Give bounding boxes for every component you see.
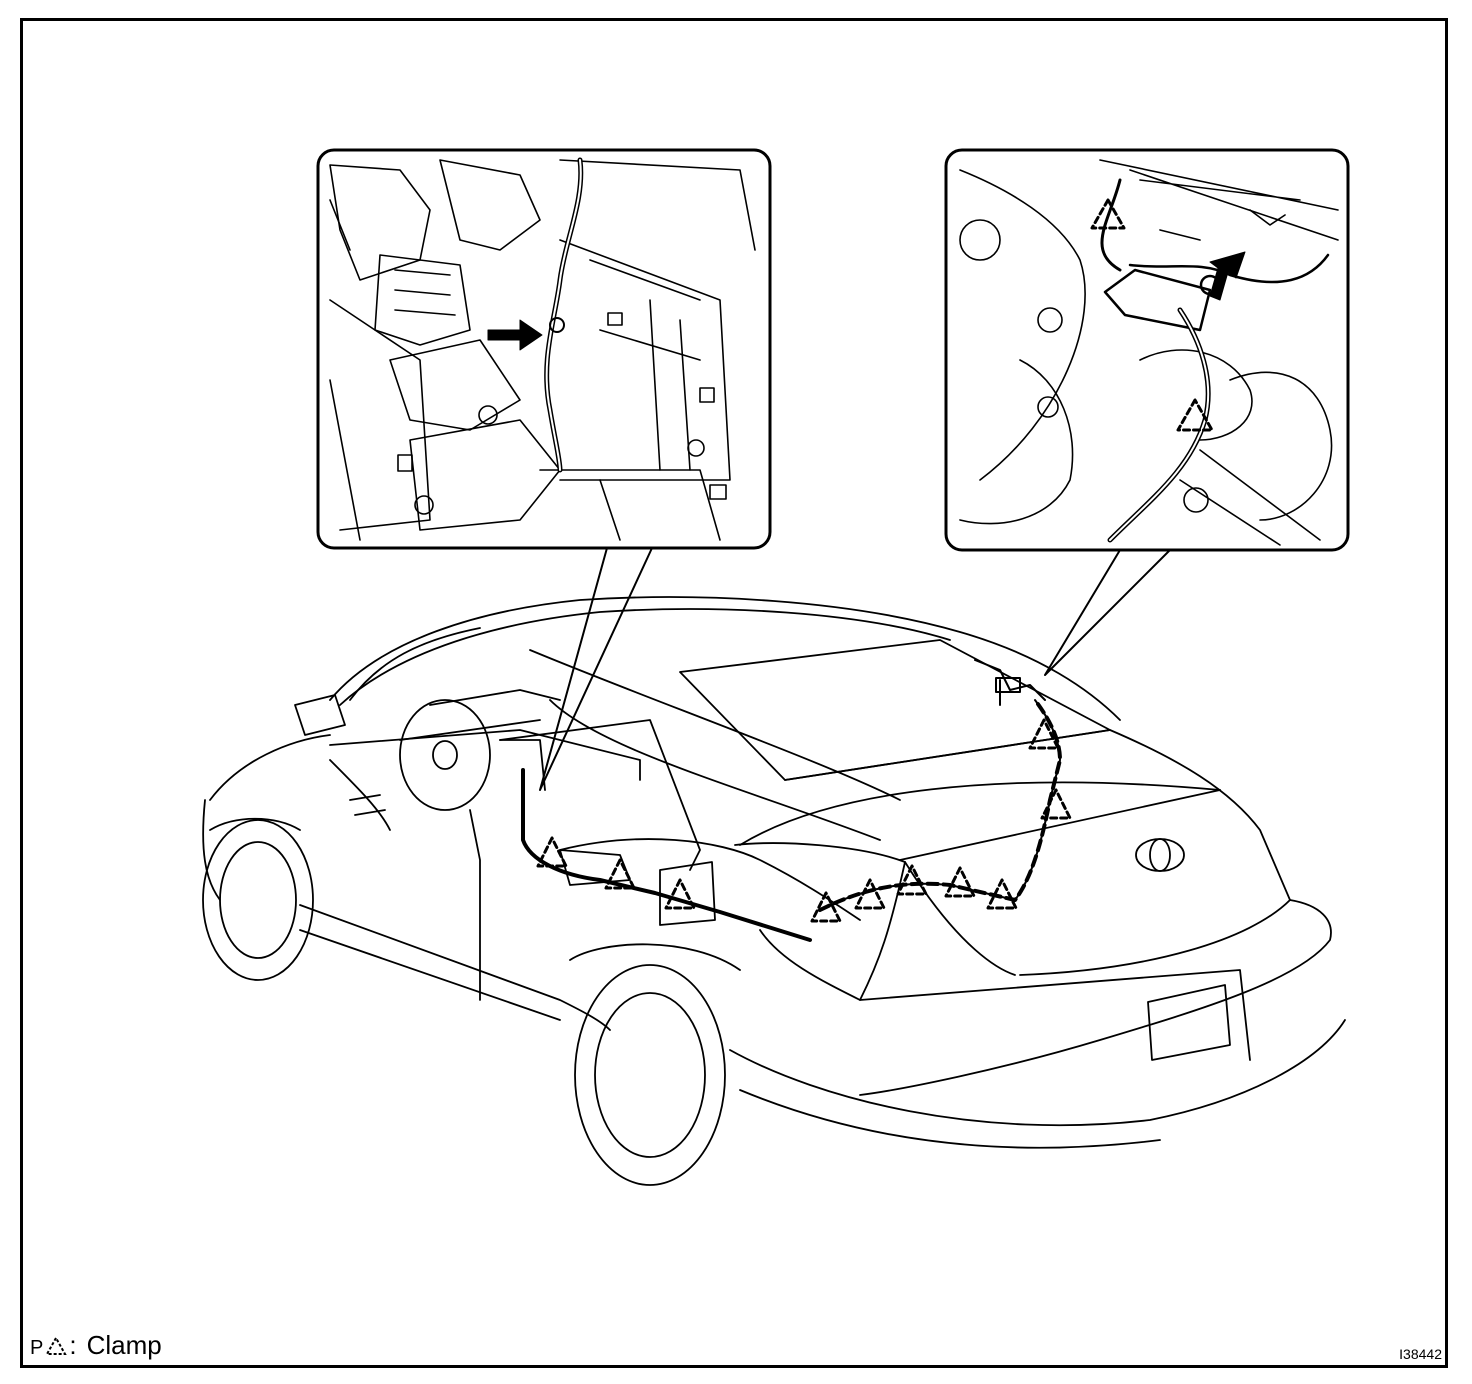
car-body bbox=[202, 596, 1346, 1186]
legend-label: Clamp bbox=[86, 1330, 162, 1360]
legend-separator: : bbox=[69, 1330, 77, 1360]
legend-prefix: P bbox=[30, 1337, 44, 1359]
diagram-frame bbox=[20, 18, 1448, 1368]
right-detail-inset bbox=[944, 148, 1350, 676]
legend: P : Clamp bbox=[30, 1330, 162, 1361]
figure-id: I38442 bbox=[1399, 1346, 1442, 1362]
clamp-markers bbox=[536, 718, 1072, 923]
harness-route bbox=[521, 659, 1072, 942]
clamp-triangle-icon bbox=[45, 1332, 68, 1355]
left-detail-inset bbox=[316, 148, 772, 791]
